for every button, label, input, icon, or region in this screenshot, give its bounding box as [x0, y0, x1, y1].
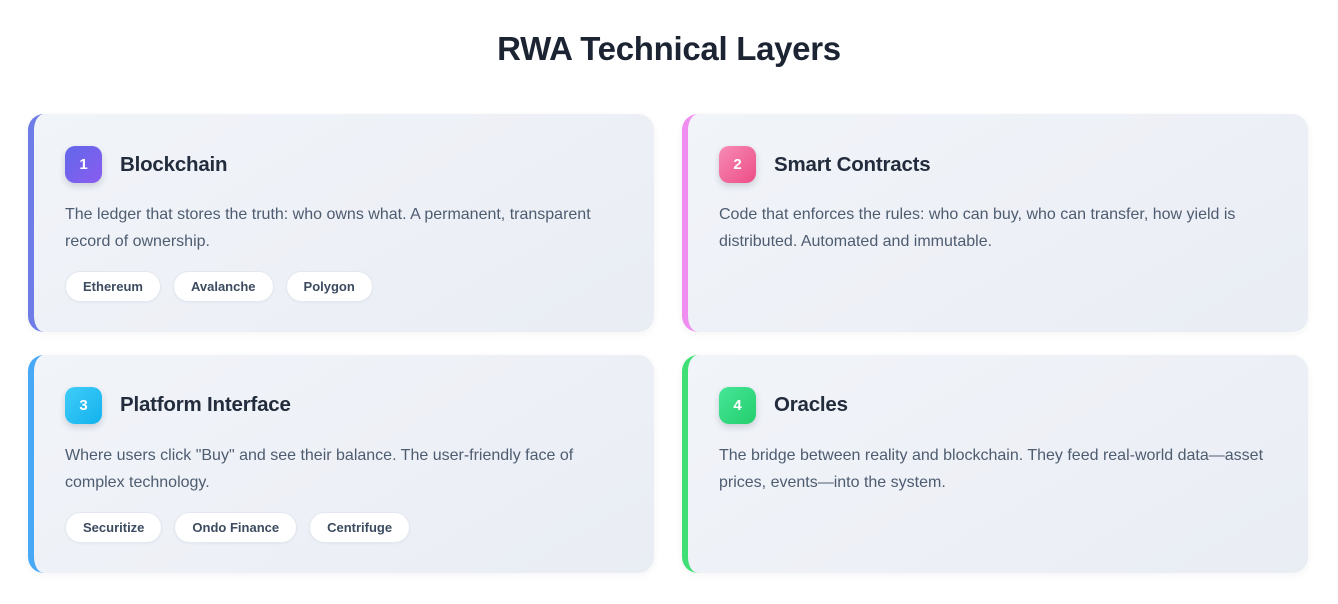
tag-pill: Centrifuge — [309, 511, 411, 543]
cards-grid: 1 Blockchain The ledger that stores the … — [28, 114, 1308, 573]
tag-pill: Avalanche — [172, 270, 274, 302]
card-oracles: 4 Oracles The bridge between reality and… — [682, 354, 1308, 573]
card-header: 1 Blockchain — [65, 146, 618, 183]
card-header: 3 Platform Interface — [65, 386, 618, 424]
step-number-badge: 2 — [719, 146, 756, 183]
card-description: Code that enforces the rules: who can bu… — [719, 206, 1236, 250]
card-blockchain: 1 Blockchain The ledger that stores the … — [28, 114, 654, 332]
tag-pill: Ethereum — [65, 270, 161, 302]
step-number-badge: 3 — [65, 386, 102, 424]
card-platform-interface: 3 Platform Interface Where users click "… — [28, 354, 654, 573]
card-title: Oracles — [774, 393, 848, 417]
card-smart-contracts: 2 Smart Contracts Code that enforces the… — [682, 114, 1308, 332]
card-title: Smart Contracts — [774, 152, 931, 176]
tag-pill: Securitize — [65, 511, 163, 543]
step-number-badge: 1 — [65, 146, 102, 183]
tag-list: Ethereum Avalanche Polygon — [65, 270, 618, 302]
card-header: 2 Smart Contracts — [719, 146, 1272, 183]
card-description: The ledger that stores the truth: who ow… — [65, 206, 591, 250]
tag-list: Securitize Ondo Finance Centrifuge — [65, 511, 618, 543]
card-title: Platform Interface — [120, 393, 291, 417]
page-title: RWA Technical Layers — [497, 30, 841, 67]
step-number-badge: 4 — [719, 386, 756, 424]
card-header: 4 Oracles — [719, 386, 1272, 424]
card-title: Blockchain — [120, 152, 228, 176]
tag-pill: Polygon — [285, 270, 373, 302]
card-description: The bridge between reality and blockchai… — [719, 446, 1264, 491]
card-description: Where users click "Buy" and see their ba… — [65, 446, 574, 491]
tag-pill: Ondo Finance — [174, 511, 298, 543]
